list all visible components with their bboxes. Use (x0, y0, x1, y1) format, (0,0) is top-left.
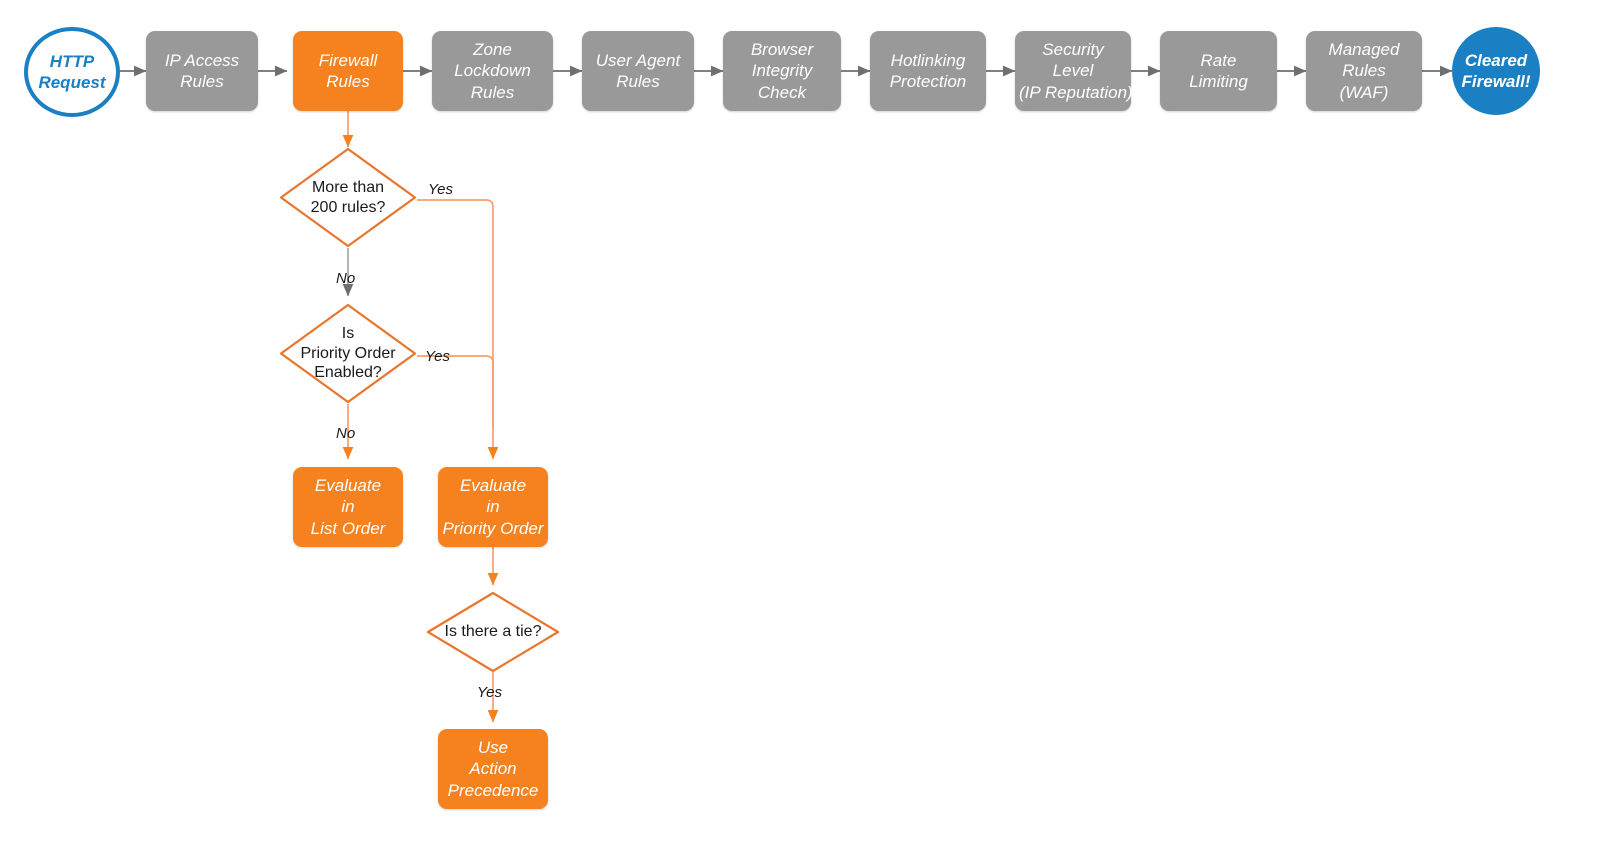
edge-more-than-200-yes (417, 199, 499, 460)
edge-label-more-than-200-yes: Yes (428, 181, 454, 198)
edge-label-more-than-200-no: No (336, 270, 356, 287)
edge-label-priority-order-no: No (336, 425, 356, 442)
diamond-shape (279, 147, 417, 248)
edge-priority-order-yes (417, 355, 494, 430)
node-is-there-a-tie[interactable]: Is there a tie? (426, 591, 560, 673)
node-is-there-a-tie-label: Is there a tie? (444, 623, 542, 641)
diamond-shape (426, 591, 560, 673)
edge-label-tie-yes: Yes (477, 684, 503, 701)
diamond-shape (279, 303, 417, 404)
edge-label-priority-order-yes: Yes (425, 348, 451, 365)
